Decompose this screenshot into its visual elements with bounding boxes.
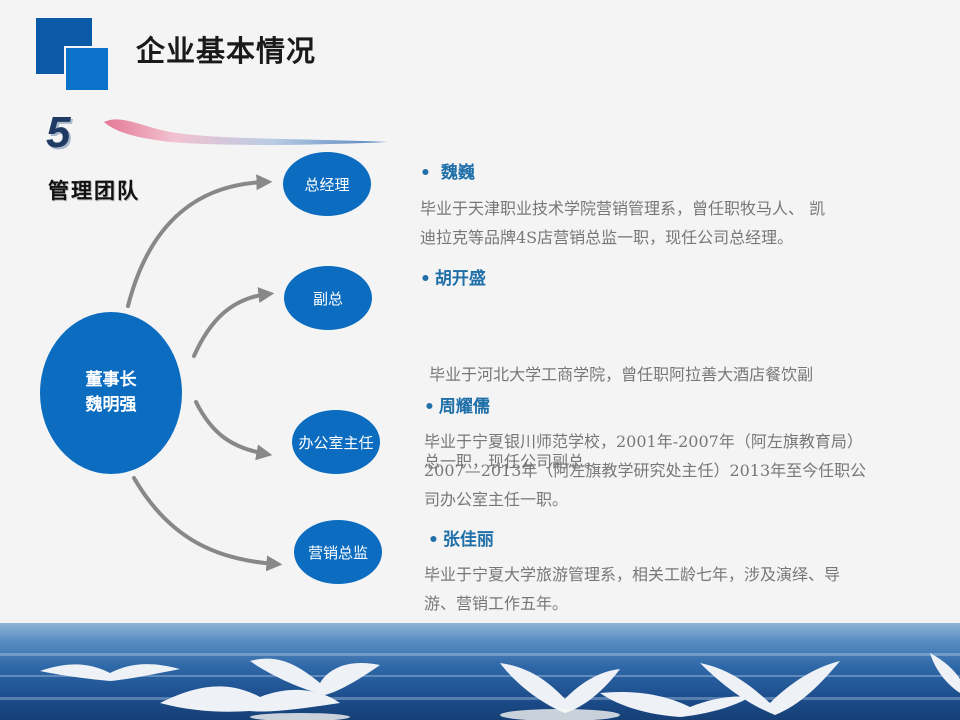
person-desc: 毕业于宁夏大学旅游管理系，相关工龄七年，涉及演绎、导 游、营销工作五年。 <box>424 560 840 618</box>
desc-line: 毕业于天津职业技术学院营销管理系，曾任职牧马人、 凯 <box>420 199 826 218</box>
desc-line: 2007—2013年（阿左旗教学研究处主任）2013年至今任职公 <box>424 461 867 480</box>
org-node-vice-president: 副总 <box>284 266 372 330</box>
person-name: •张佳丽 <box>428 525 494 550</box>
desc-line: 毕业于宁夏大学旅游管理系，相关工龄七年，涉及演绎、导 <box>424 565 841 584</box>
person-name-text: 周耀儒 <box>438 397 490 417</box>
bullet-dot-icon: • <box>420 269 431 289</box>
arrow-to-vp <box>192 287 275 358</box>
org-node-sales-director: 营销总监 <box>294 520 382 584</box>
person-name-text: 胡开盛 <box>434 269 486 289</box>
page-title: 企业基本情况 <box>136 34 317 68</box>
swans-over-water-photo <box>0 623 960 720</box>
swans-illustration <box>0 653 960 720</box>
org-node-general-manager: 总经理 <box>283 152 371 216</box>
person-desc: 毕业于宁夏银川师范学校，2001年-2007年（阿左旗教育局） 2007—201… <box>424 427 866 514</box>
desc-line: 毕业于宁夏银川师范学校，2001年-2007年（阿左旗教育局） <box>424 432 863 451</box>
org-node-office-director: 办公室主任 <box>292 410 380 474</box>
arrow-to-office <box>194 400 273 461</box>
desc-line: 司办公室主任一职。 <box>424 490 569 509</box>
person-name: • 魏巍 <box>420 158 475 183</box>
person-desc: 毕业于天津职业技术学院营销管理系，曾任职牧马人、 凯 迪拉克等品牌4S店营销总监… <box>420 194 825 252</box>
person-name-text: 魏巍 <box>440 163 475 183</box>
chairman-name: 魏明强 <box>85 395 137 415</box>
section-title: 管理团队 <box>48 178 140 203</box>
desc-line: 毕业于河北大学工商学院，曾任职阿拉善大酒店餐饮副 <box>424 365 814 384</box>
person-block: •周耀儒 <box>424 392 490 417</box>
desc-line: 总一职，现任公司副总。 <box>424 452 601 471</box>
person-name: •胡开盛 <box>420 264 486 289</box>
person-desc: 毕业于河北大学工商学院，曾任职阿拉善大酒店餐饮副 总一职，现任公司副总。 <box>424 302 813 505</box>
bullet-dot-icon: • <box>424 397 435 417</box>
desc-line: 迪拉克等品牌4S店营销总监一职，现任公司总经理。 <box>420 228 794 247</box>
org-root-chairman: 董事长 魏明强 <box>40 312 182 474</box>
person-name-text: 张佳丽 <box>442 530 494 550</box>
logo-square-light <box>64 46 108 90</box>
chairman-title: 董事长 <box>85 370 137 390</box>
bullet-dot-icon: • <box>420 163 431 183</box>
brush-stroke-decoration <box>104 119 388 145</box>
arrow-to-gm <box>126 174 273 308</box>
person-block: •张佳丽 <box>428 525 494 550</box>
arrow-to-sales <box>132 476 283 572</box>
person-block: • 魏巍 <box>420 158 475 183</box>
person-name: •周耀儒 <box>424 392 490 417</box>
person-block: •胡开盛 <box>420 264 486 289</box>
desc-line: 游、营销工作五年。 <box>424 594 569 613</box>
bullet-dot-icon: • <box>428 530 439 550</box>
section-number: 5 <box>46 108 71 157</box>
